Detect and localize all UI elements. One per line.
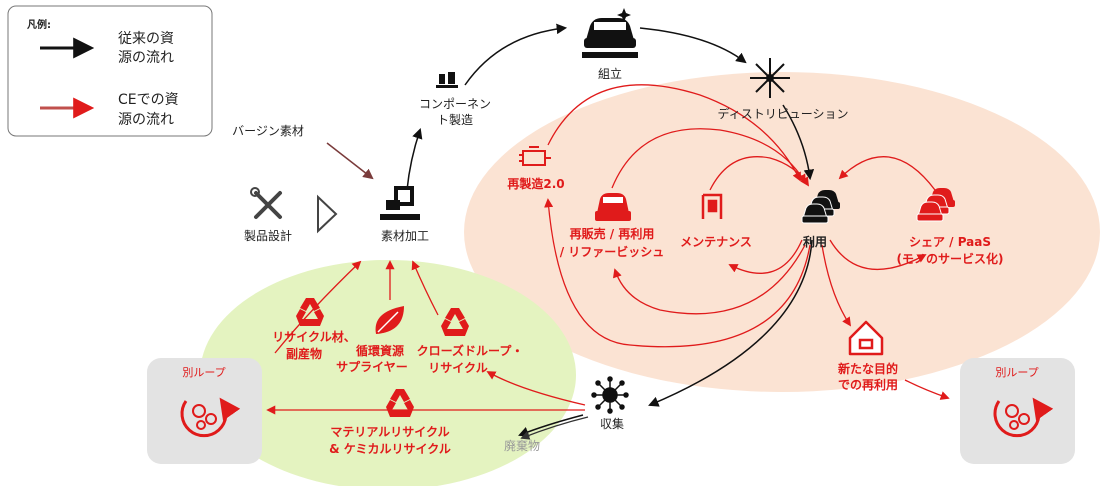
share-label-line2: (モノのサービス化) [897, 251, 1004, 266]
remanufacturing-label: 再製造2.0 [507, 176, 564, 191]
recycle-icon [296, 298, 324, 326]
other-loop-left: 別ループ [147, 358, 262, 464]
closed-loop-label-line2: リサイクル [428, 361, 487, 375]
component-label-line1: コンポーネン [419, 97, 491, 111]
engine-icon [519, 146, 551, 166]
material-recycle-label-line2: & ケミカルリサイクル [329, 442, 451, 456]
other-loop-right: 別ループ [960, 358, 1075, 464]
recycle-icon [386, 389, 414, 417]
legend-item2-line2: 源の流れ [118, 112, 174, 128]
resale-label-line2: / リファービッシュ [560, 244, 665, 259]
use-cars-icon [801, 190, 840, 224]
legend-item1-line1: 従来の資 [118, 31, 174, 47]
recycle-region [200, 260, 576, 490]
gear-cycle-icon [993, 397, 1054, 438]
circular-supplier-label-line1: 循環資源 [356, 343, 404, 358]
resale-label-line1: 再販売 / 再利用 [570, 226, 655, 241]
legend: 凡例: 従来の資 源の流れ CEでの資 源の流れ [7, 5, 213, 137]
recycled-material-label-line1: リサイクル材、 [272, 329, 355, 344]
ce-flows [266, 84, 950, 415]
maintenance-icon [701, 193, 723, 219]
play-triangle-icon [317, 194, 338, 234]
recycle-icon [441, 308, 469, 336]
legend-item2-line1: CEでの資 [118, 92, 179, 108]
virgin-material-arrow [326, 142, 374, 180]
component-label-line2: ト製造 [437, 113, 473, 127]
assembly-car-icon [582, 8, 638, 58]
waste-label: 廃棄物 [504, 438, 540, 453]
traditional-flows [406, 23, 815, 437]
material-processing-label: 素材加工 [381, 229, 429, 243]
ce-use-region [464, 72, 1100, 392]
waste-arrow [520, 416, 589, 440]
material-recycle-label-line1: マテリアルリサイクル [330, 425, 449, 439]
legend-item1-line2: 源の流れ [118, 50, 174, 66]
component-icon [436, 72, 458, 88]
new-purpose-label-line1: 新たな目的 [838, 361, 898, 376]
share-cars-icon [916, 188, 955, 222]
share-label-line1: シェア / PaaS [909, 235, 991, 249]
new-purpose-label-line2: での再利用 [838, 377, 898, 392]
house-icon [848, 320, 884, 356]
other-loop-left-label: 別ループ [182, 366, 225, 379]
recycled-material-label-line2: 副産物 [286, 346, 322, 361]
other-loop-right-label: 別ループ [995, 366, 1038, 379]
use-label: 利用 [803, 234, 827, 249]
closed-loop-label-line1: クローズドループ・ [417, 343, 524, 358]
product-design-label: 製品設計 [244, 228, 292, 243]
distribution-icon [750, 58, 790, 98]
virgin-material-label: バージン素材 [232, 124, 304, 138]
maintenance-label: メンテナンス [680, 235, 752, 249]
collection-icon [591, 376, 629, 414]
leaf-icon [375, 306, 404, 334]
tools-icon [250, 187, 282, 219]
circular-supplier-label-line2: サプライヤー [336, 359, 408, 374]
resale-car-icon [595, 193, 631, 221]
material-processing-icon [380, 186, 420, 220]
assembly-label: 組立 [598, 66, 622, 81]
collection-label: 収集 [600, 416, 624, 431]
gear-cycle-icon [180, 397, 241, 438]
legend-title: 凡例: [27, 18, 51, 31]
distribution-label: ディストリビューション [718, 106, 849, 121]
